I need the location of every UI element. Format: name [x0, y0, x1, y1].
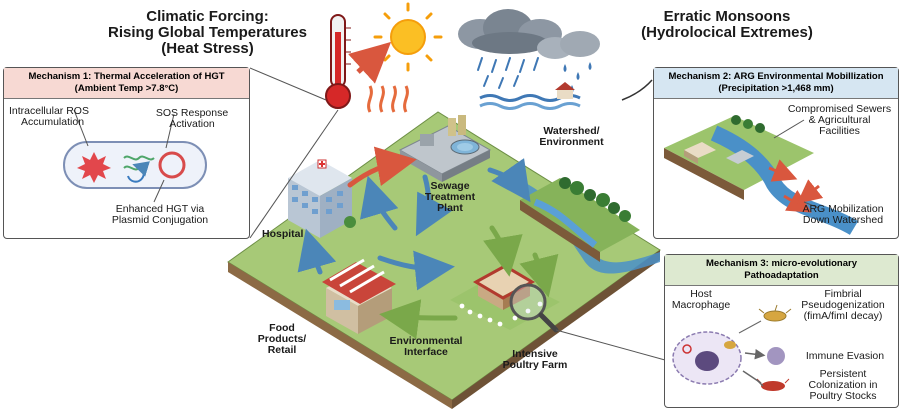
left-title-line3: (Heat Stress): [95, 41, 320, 57]
ros-label: Intracellular ROS Accumulation: [9, 106, 89, 128]
hospital-label: Hospital: [262, 229, 303, 240]
mechanism1-panel: Mechanism 1: Thermal Acceleration of HGT…: [3, 67, 250, 239]
left-title-line1: Climatic Forcing:: [95, 9, 320, 25]
sewer-line3: Facilities: [782, 126, 897, 137]
mechanism3-panel: Mechanism 3: micro-evolutionary Pathoada…: [664, 254, 899, 408]
hgt-label: Enhanced HGT via Plasmid Conjugation: [100, 204, 220, 226]
host-line2: Macrophage: [671, 300, 731, 311]
poultry-farm-label: Intensive Poultry Farm: [495, 349, 575, 371]
mechanism1-title-line2: (Ambient Temp >7.8°C): [8, 83, 245, 95]
mechanism2-title-line2: (Precipitation >1,468 mm): [658, 83, 894, 95]
right-title-line1: Erratic Monsoons: [612, 9, 842, 25]
sewage-plant-label: Sewage Treatment Plant: [415, 181, 485, 214]
mobilization-label: ARG Mobilization Down Watershed: [789, 204, 897, 226]
mechanism3-header: Mechanism 3: micro-evolutionary Pathoada…: [665, 255, 898, 286]
hgt-line2: Plasmid Conjugation: [100, 215, 220, 226]
mechanism3-title-line1: Mechanism 3: micro-evolutionary: [669, 258, 894, 270]
thermometer-icon: [326, 15, 351, 108]
ros-line2: Accumulation: [9, 117, 89, 128]
sun-icon: [358, 4, 441, 112]
stp-line3: Plant: [415, 203, 485, 214]
food-retail-label: Food Products/ Retail: [247, 323, 317, 356]
fimbrial-label: Fimbrial Pseudogenization (fimA/fimI dec…: [789, 289, 897, 322]
host-label: Host Macrophage: [671, 289, 731, 311]
farm-line2: Poultry Farm: [495, 360, 575, 371]
right-title: Erratic Monsoons (Hydrolocical Extremes): [612, 9, 842, 41]
environmental-interface-label: Environmental Interface: [378, 336, 474, 358]
immune-evasion-label: Immune Evasion: [795, 351, 895, 362]
mechanism2-panel: Mechanism 2: ARG Environmental Mobilliza…: [653, 67, 899, 239]
fimbrial-line3: (fimA/fimI decay): [789, 311, 897, 322]
sos-label: SOS Response Activation: [142, 108, 242, 130]
interface-line2: Interface: [378, 347, 474, 358]
watershed-label: Watershed/ Environment: [524, 126, 619, 148]
mechanism3-title-line2: Pathoadaptation: [669, 270, 894, 282]
mobilization-line2: Down Watershed: [789, 215, 897, 226]
bacterium-icon: [764, 311, 786, 321]
persistent-label: Persistent Colonization in Poultry Stock…: [789, 369, 897, 402]
mechanism1-header: Mechanism 1: Thermal Acceleration of HGT…: [4, 68, 249, 99]
right-title-line2: (Hydrolocical Extremes): [612, 25, 842, 41]
left-title: Climatic Forcing: Rising Global Temperat…: [95, 9, 320, 57]
persistent-line3: Poultry Stocks: [789, 391, 897, 402]
sos-line2: Activation: [142, 119, 242, 130]
sewer-label: Compromised Sewers & Agricultural Facili…: [782, 104, 897, 137]
food-line3: Retail: [247, 345, 317, 356]
mechanism1-title-line1: Mechanism 1: Thermal Acceleration of HGT: [8, 71, 245, 83]
watershed-line2: Environment: [524, 137, 619, 148]
left-title-line2: Rising Global Temperatures: [95, 25, 320, 41]
mechanism2-header: Mechanism 2: ARG Environmental Mobilliza…: [654, 68, 898, 99]
mechanism2-title-line1: Mechanism 2: ARG Environmental Mobilliza…: [658, 71, 894, 83]
persistent-bacterium-icon: [761, 381, 785, 391]
